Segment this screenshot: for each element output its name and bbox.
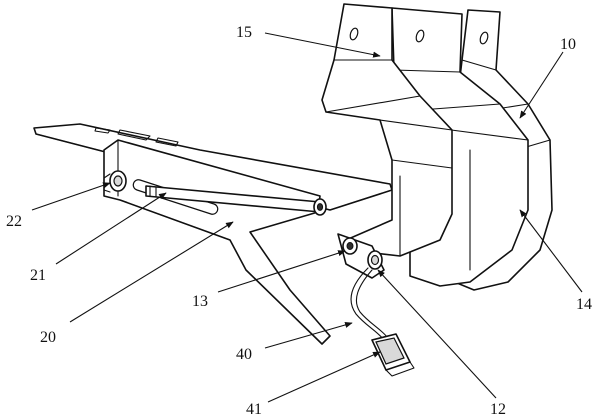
leader-14	[519, 209, 583, 293]
callout-41: 41	[246, 401, 262, 418]
callout-12: 12	[490, 401, 506, 418]
leader-41	[267, 351, 381, 403]
handle-block	[371, 333, 415, 377]
leader-20	[69, 221, 234, 323]
callout-15: 15	[236, 24, 252, 41]
callout-20: 20	[40, 329, 56, 346]
leader-12	[377, 269, 497, 399]
leader-40	[264, 321, 353, 349]
leader-lines	[31, 32, 583, 403]
callout-22: 22	[6, 213, 22, 230]
hanging-wire	[350, 267, 389, 341]
pivot-link	[337, 233, 385, 279]
slider-rod	[145, 185, 327, 216]
leader-22	[31, 182, 111, 211]
leader-13	[217, 250, 346, 293]
callout-13: 13	[192, 293, 208, 310]
callout-10: 10	[560, 36, 576, 53]
callout-40: 40	[236, 346, 252, 363]
leader-15	[264, 32, 381, 58]
leader-21	[55, 192, 167, 265]
bolt	[103, 170, 127, 193]
callout-14: 14	[576, 296, 592, 313]
reference-numerals: 15 10 22 21 20 13 14 40 41 12	[6, 24, 592, 418]
leader-10	[519, 51, 564, 119]
callout-21: 21	[30, 267, 46, 284]
